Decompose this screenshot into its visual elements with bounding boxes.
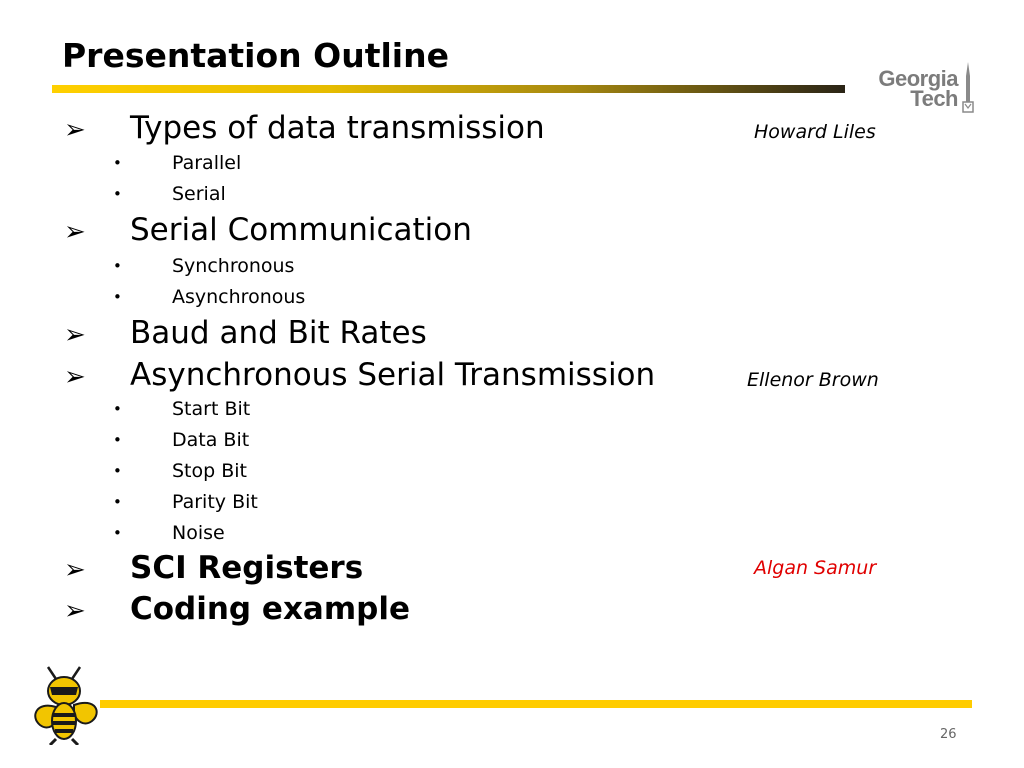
title-underline-bar <box>52 85 845 93</box>
bullet-dot-icon: • <box>113 524 122 542</box>
arrow-bullet-icon: ➢ <box>64 596 86 626</box>
outline-item-label: Coding example <box>130 591 410 627</box>
arrow-bullet-icon: ➢ <box>64 362 86 392</box>
outline-subitem-label: Parallel <box>172 152 242 174</box>
page-number: 26 <box>940 727 957 742</box>
outline-subitem-label: Synchronous <box>172 255 295 277</box>
outline-item-label: SCI Registers <box>130 550 364 586</box>
outline-subitem-label: Noise <box>172 522 225 544</box>
outline-subitem-label: Asynchronous <box>172 286 306 308</box>
presenter-name: Ellenor Brown <box>747 369 879 391</box>
arrow-bullet-icon: ➢ <box>64 320 86 350</box>
bullet-dot-icon: • <box>113 462 122 480</box>
arrow-bullet-icon: ➢ <box>64 217 86 247</box>
presenter-name: Howard Liles <box>754 121 876 143</box>
outline-item-label: Types of data transmission <box>130 110 545 146</box>
tech-tower-icon <box>962 62 974 113</box>
outline-subitem-label: Serial <box>172 183 226 205</box>
georgia-tech-logo: Georgia Tech <box>856 62 978 116</box>
logo-word-georgia: Georgia <box>878 66 958 91</box>
outline-subitem-label: Start Bit <box>172 398 251 420</box>
outline-item-label: Baud and Bit Rates <box>130 315 427 351</box>
outline-subitem-label: Data Bit <box>172 429 250 451</box>
outline-subitem-label: Stop Bit <box>172 460 247 482</box>
outline-item-label: Serial Communication <box>130 212 472 248</box>
bullet-dot-icon: • <box>113 493 122 511</box>
logo-word-tech: Tech <box>910 86 958 111</box>
bullet-dot-icon: • <box>113 257 122 275</box>
yellow-jacket-mascot-icon <box>34 666 98 745</box>
arrow-bullet-icon: ➢ <box>64 115 86 145</box>
outline-item-label: Asynchronous Serial Transmission <box>130 357 656 393</box>
bullet-dot-icon: • <box>113 185 122 203</box>
bullet-dot-icon: • <box>113 154 122 172</box>
outline-subitem-label: Parity Bit <box>172 491 258 513</box>
bullet-dot-icon: • <box>113 288 122 306</box>
bullet-dot-icon: • <box>113 400 122 418</box>
bullet-dot-icon: • <box>113 431 122 449</box>
presenter-name: Algan Samur <box>754 557 877 579</box>
footer-accent-bar <box>100 700 972 708</box>
slide-title: Presentation Outline <box>62 36 449 75</box>
arrow-bullet-icon: ➢ <box>64 555 86 585</box>
